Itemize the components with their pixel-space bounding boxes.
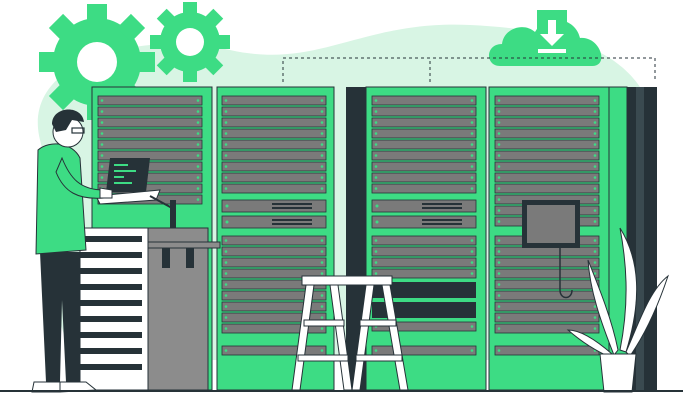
- potted-plant: [566, 227, 669, 393]
- computer-cart: [147, 200, 221, 391]
- server-rack-2: [216, 86, 335, 391]
- gear-icon: [150, 2, 230, 82]
- drawer-stack: [79, 227, 149, 391]
- server-rack-3: [346, 86, 487, 391]
- cloud-download-icon: [488, 10, 602, 67]
- ladder: [291, 275, 409, 391]
- wall-monitor: [522, 200, 580, 299]
- network-lines: [282, 57, 656, 82]
- floor-line: [0, 390, 683, 392]
- laptop: [95, 158, 173, 209]
